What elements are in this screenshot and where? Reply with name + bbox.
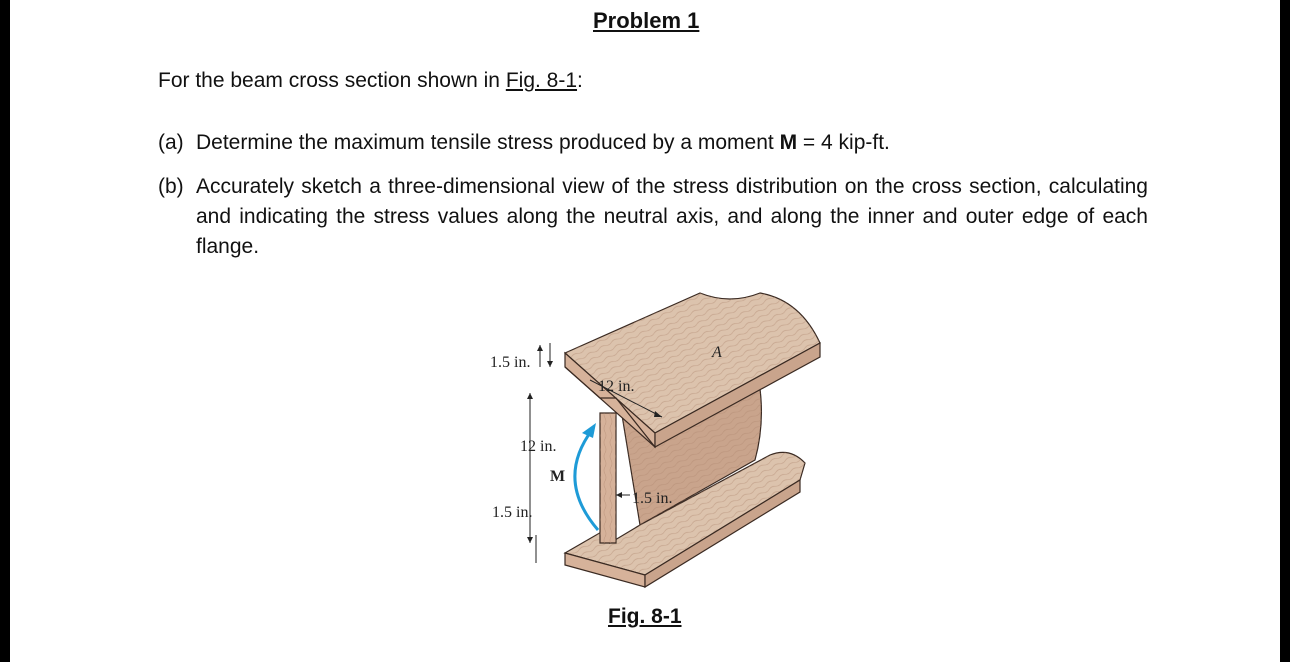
- label-moment: M: [550, 468, 565, 485]
- question-a-text: Determine the maximum tensile stress pro…: [158, 128, 1158, 158]
- label-web-thickness: 1.5 in.: [632, 490, 672, 507]
- intro-suffix: :: [577, 69, 583, 92]
- problem-intro: For the beam cross section shown in Fig.…: [158, 69, 583, 93]
- question-a-text-after: = 4 kip-ft.: [797, 131, 890, 154]
- figure-caption: Fig. 8-1: [608, 605, 682, 628]
- dimension-arrowheads: [527, 345, 662, 543]
- moment-symbol: M: [779, 131, 798, 154]
- label-flange-width: 12 in.: [598, 378, 634, 395]
- figure-reference-link: Fig. 8-1: [505, 69, 578, 92]
- question-a-text-before: Determine the maximum tensile stress pro…: [196, 131, 780, 154]
- intro-text: For the beam cross section shown in: [158, 69, 506, 92]
- bottom-flange-side: [644, 478, 801, 589]
- question-a-tag: (a): [158, 131, 184, 154]
- problem-title: Problem 1: [593, 8, 700, 33]
- question-b-text: Accurately sketch a three-dimensional vi…: [196, 175, 1148, 258]
- document-page: Problem 1 For the beam cross section sho…: [10, 0, 1280, 662]
- beam-figure: 1.5 in. 12 in. 12 in. M 1.5 in. 1.5 in. …: [470, 285, 830, 605]
- question-b: (b) Accurately sketch a three-dimensiona…: [158, 172, 1148, 262]
- label-bottom-flange-thickness: 1.5 in.: [492, 504, 532, 521]
- label-point-a: A: [711, 344, 722, 361]
- moment-arrow: [573, 429, 600, 531]
- moment-arrowhead: [582, 423, 596, 438]
- label-web-height: 12 in.: [520, 438, 556, 455]
- label-top-flange-thickness: 1.5 in.: [490, 354, 530, 371]
- question-a: (a) Determine the maximum tensile stress…: [158, 128, 1158, 158]
- i-beam-illustration: 1.5 in. 12 in. 12 in. M 1.5 in. 1.5 in. …: [490, 292, 821, 589]
- question-b-tag: (b): [158, 175, 184, 198]
- top-flange-side: [654, 341, 821, 449]
